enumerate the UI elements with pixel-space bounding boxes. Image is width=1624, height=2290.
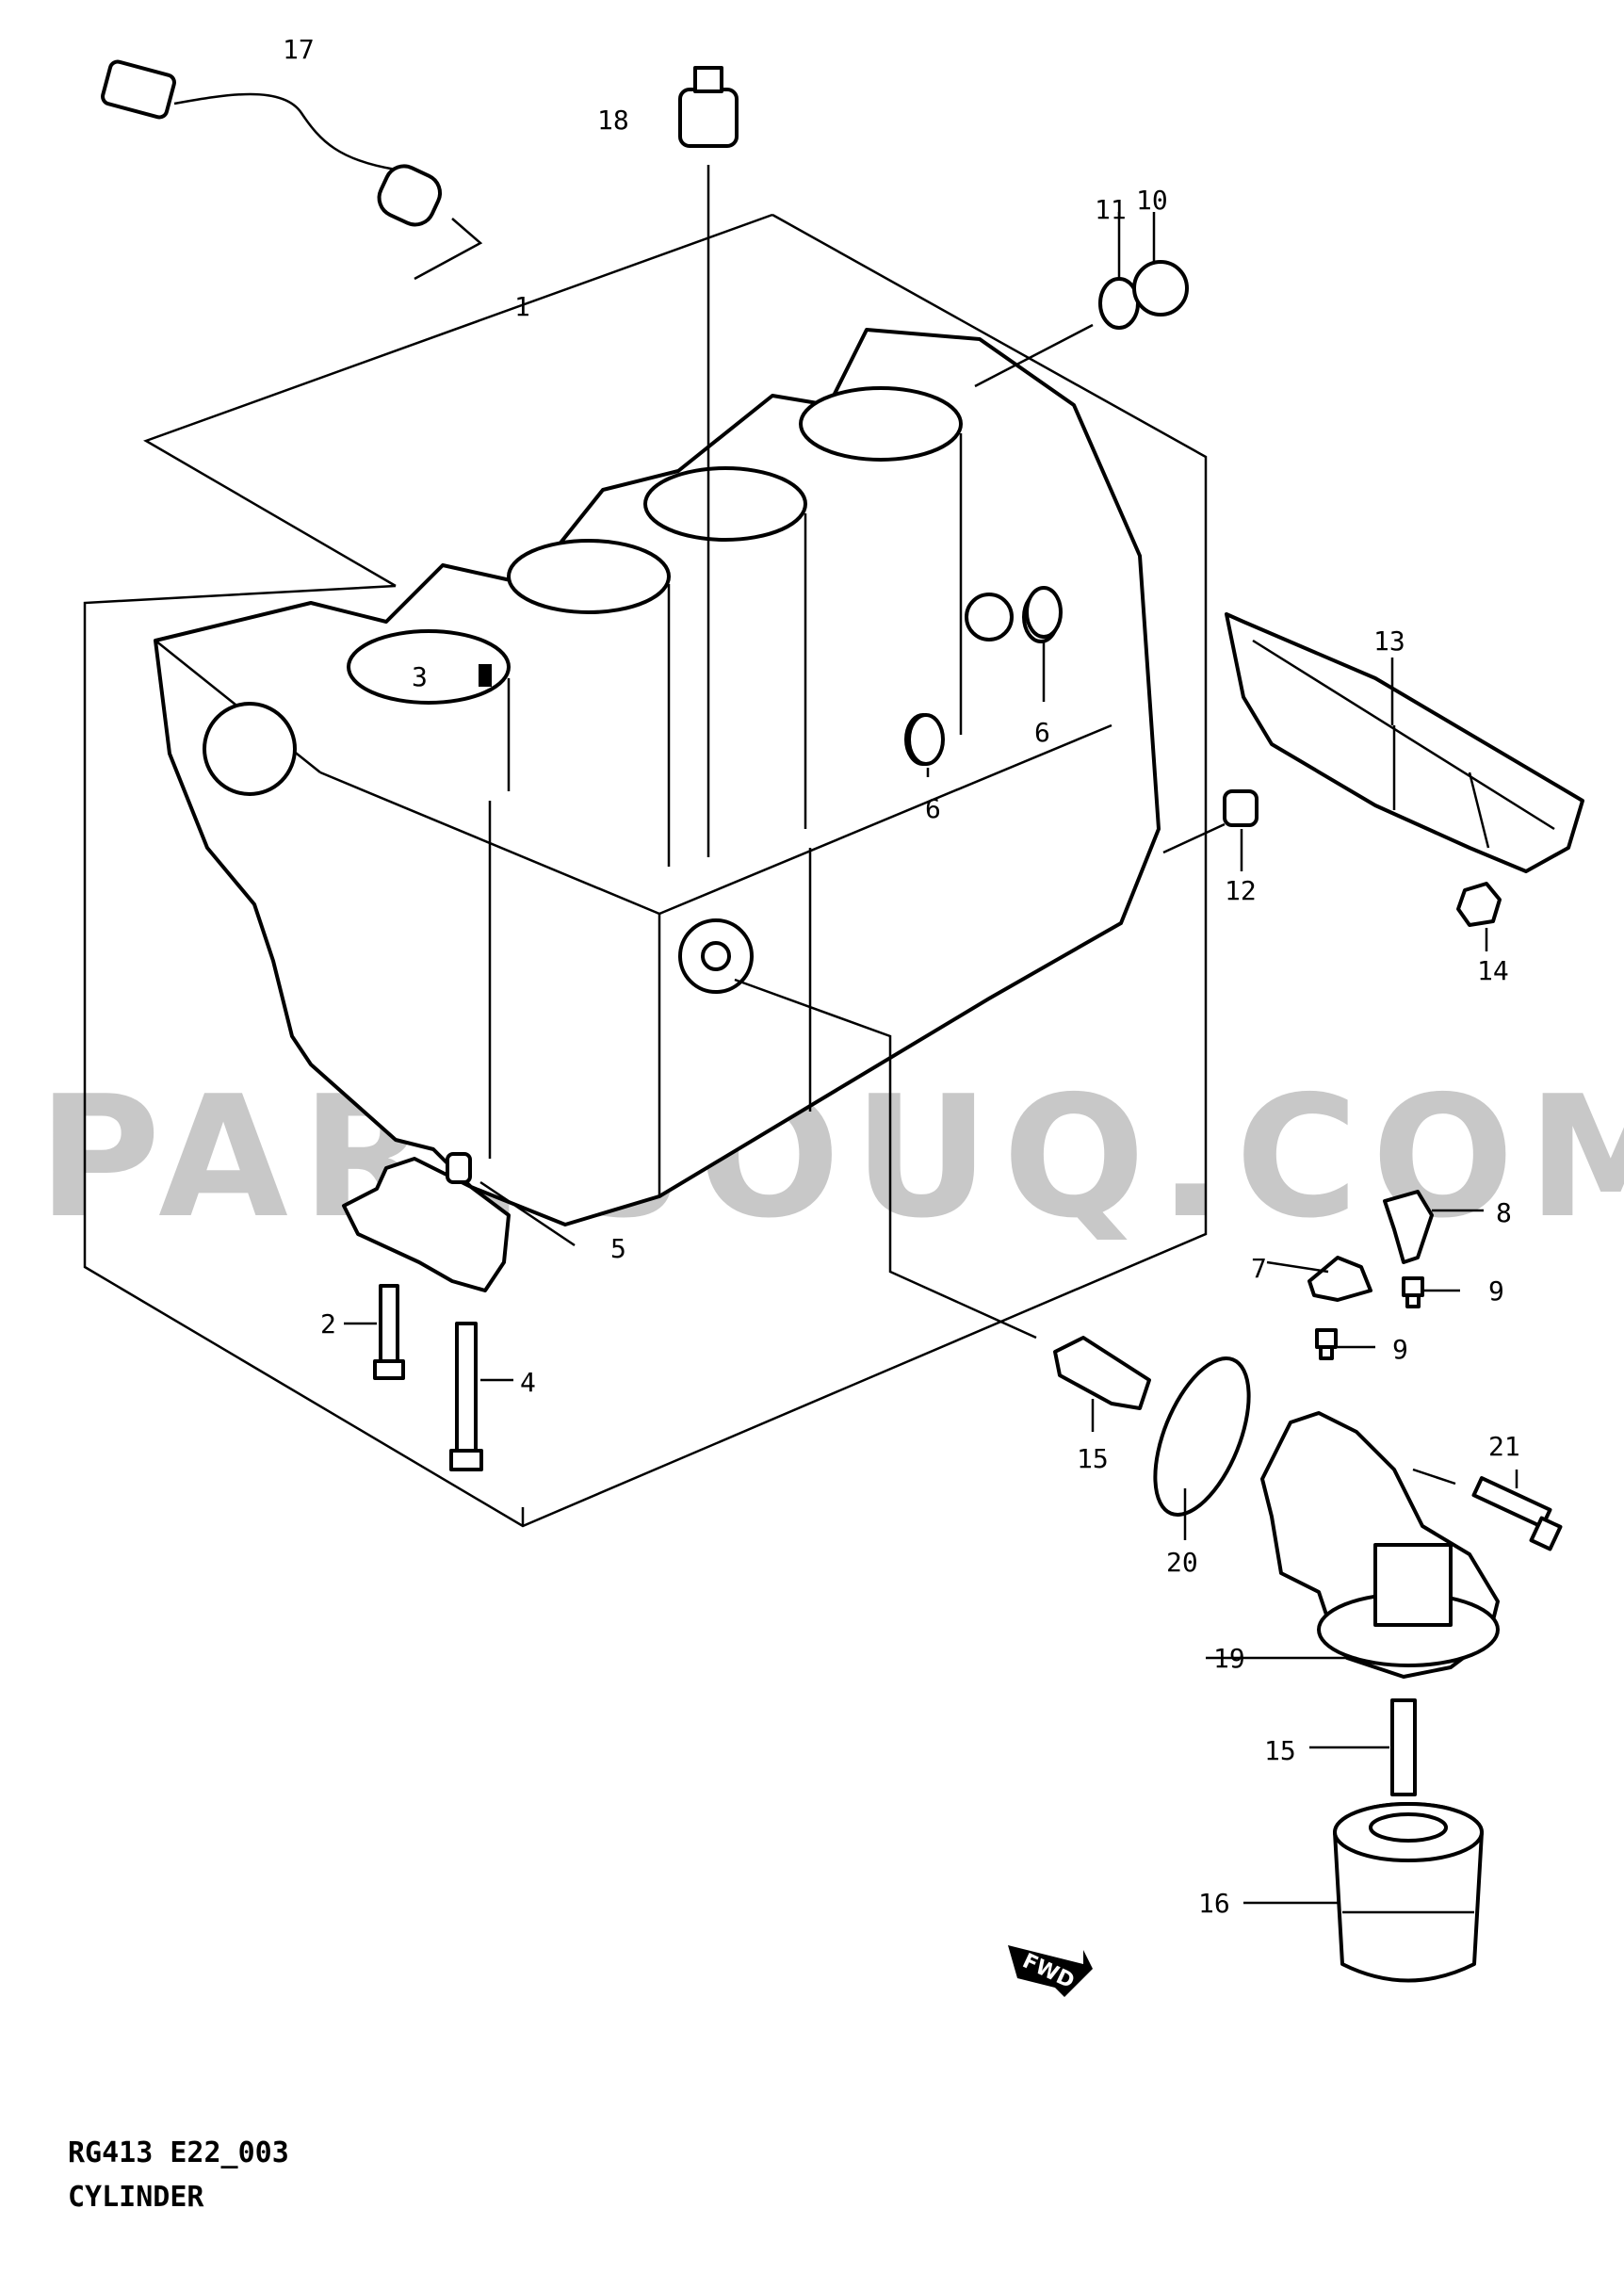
leader-lines-lower <box>734 978 1037 1340</box>
part-8-bracket <box>1383 1190 1484 1264</box>
cylinder-block-frame <box>83 213 1208 1528</box>
callout-6-upper: 6 <box>1034 717 1050 748</box>
diagram-title: CYLINDER <box>68 2181 204 2214</box>
callout-6-lower: 6 <box>925 793 941 824</box>
part-15-stud-upper <box>1053 1336 1151 1432</box>
part-20-o-ring <box>1153 1356 1251 1540</box>
diagram-caption: RG413 E22_003 CYLINDER <box>68 2136 289 2214</box>
part-10-11-plug-gasket <box>974 212 1189 388</box>
callout-16: 16 <box>1198 1888 1230 1919</box>
part-5-bearing-cap <box>342 1152 576 1292</box>
callout-15-lower: 15 <box>1264 1735 1296 1766</box>
callout-labels: 17 18 1 11 10 3 13 6 6 12 14 5 8 7 9 2 9… <box>283 34 1520 1919</box>
fwd-direction-arrow: FWD <box>1008 1945 1093 1997</box>
part-18-oil-pressure-switch <box>678 66 739 857</box>
callout-4: 4 <box>520 1367 536 1398</box>
part-7-bracket <box>1266 1256 1372 1302</box>
part-6-seals <box>907 586 1063 777</box>
cylinder-block <box>154 328 1161 1226</box>
callout-3: 3 <box>412 661 428 692</box>
part-16-oil-filter <box>1243 1802 1484 1983</box>
callout-8: 8 <box>1496 1197 1512 1228</box>
callout-21: 21 <box>1488 1431 1520 1462</box>
callout-12: 12 <box>1225 875 1257 906</box>
callout-17: 17 <box>283 34 315 65</box>
callout-13: 13 <box>1373 625 1405 657</box>
callout-5: 5 <box>610 1233 626 1264</box>
part-15-stud-lower <box>1309 1698 1417 1796</box>
part-2-bolt <box>344 1284 405 1380</box>
callout-18: 18 <box>597 105 629 136</box>
callout-20: 20 <box>1166 1547 1198 1578</box>
callout-2: 2 <box>320 1308 336 1340</box>
callout-19: 19 <box>1213 1643 1245 1674</box>
callout-10: 10 <box>1136 185 1168 216</box>
part-3-plug <box>479 664 492 687</box>
callout-1: 1 <box>514 291 530 322</box>
part-14-nut <box>1456 882 1502 951</box>
callout-9-upper: 9 <box>1488 1275 1504 1307</box>
part-13-cover-plate <box>1225 612 1584 873</box>
part-17-sensor-harness <box>101 59 483 281</box>
callout-15-upper: 15 <box>1077 1443 1109 1474</box>
part-21-bolt <box>1412 1468 1563 1551</box>
part-19-oil-filter-housing <box>1206 1411 1500 1679</box>
callout-11: 11 <box>1095 194 1127 225</box>
diagram-code: RG413 E22_003 <box>68 2136 289 2169</box>
part-9-bolt-upper <box>1402 1276 1460 1308</box>
callout-9-lower: 9 <box>1392 1334 1408 1365</box>
part-9-bolt-lower <box>1315 1328 1375 1360</box>
part-4-long-bolt <box>449 1322 513 1471</box>
callout-14: 14 <box>1477 955 1509 986</box>
callout-7: 7 <box>1251 1253 1267 1284</box>
part-12-dowel <box>1162 789 1259 871</box>
